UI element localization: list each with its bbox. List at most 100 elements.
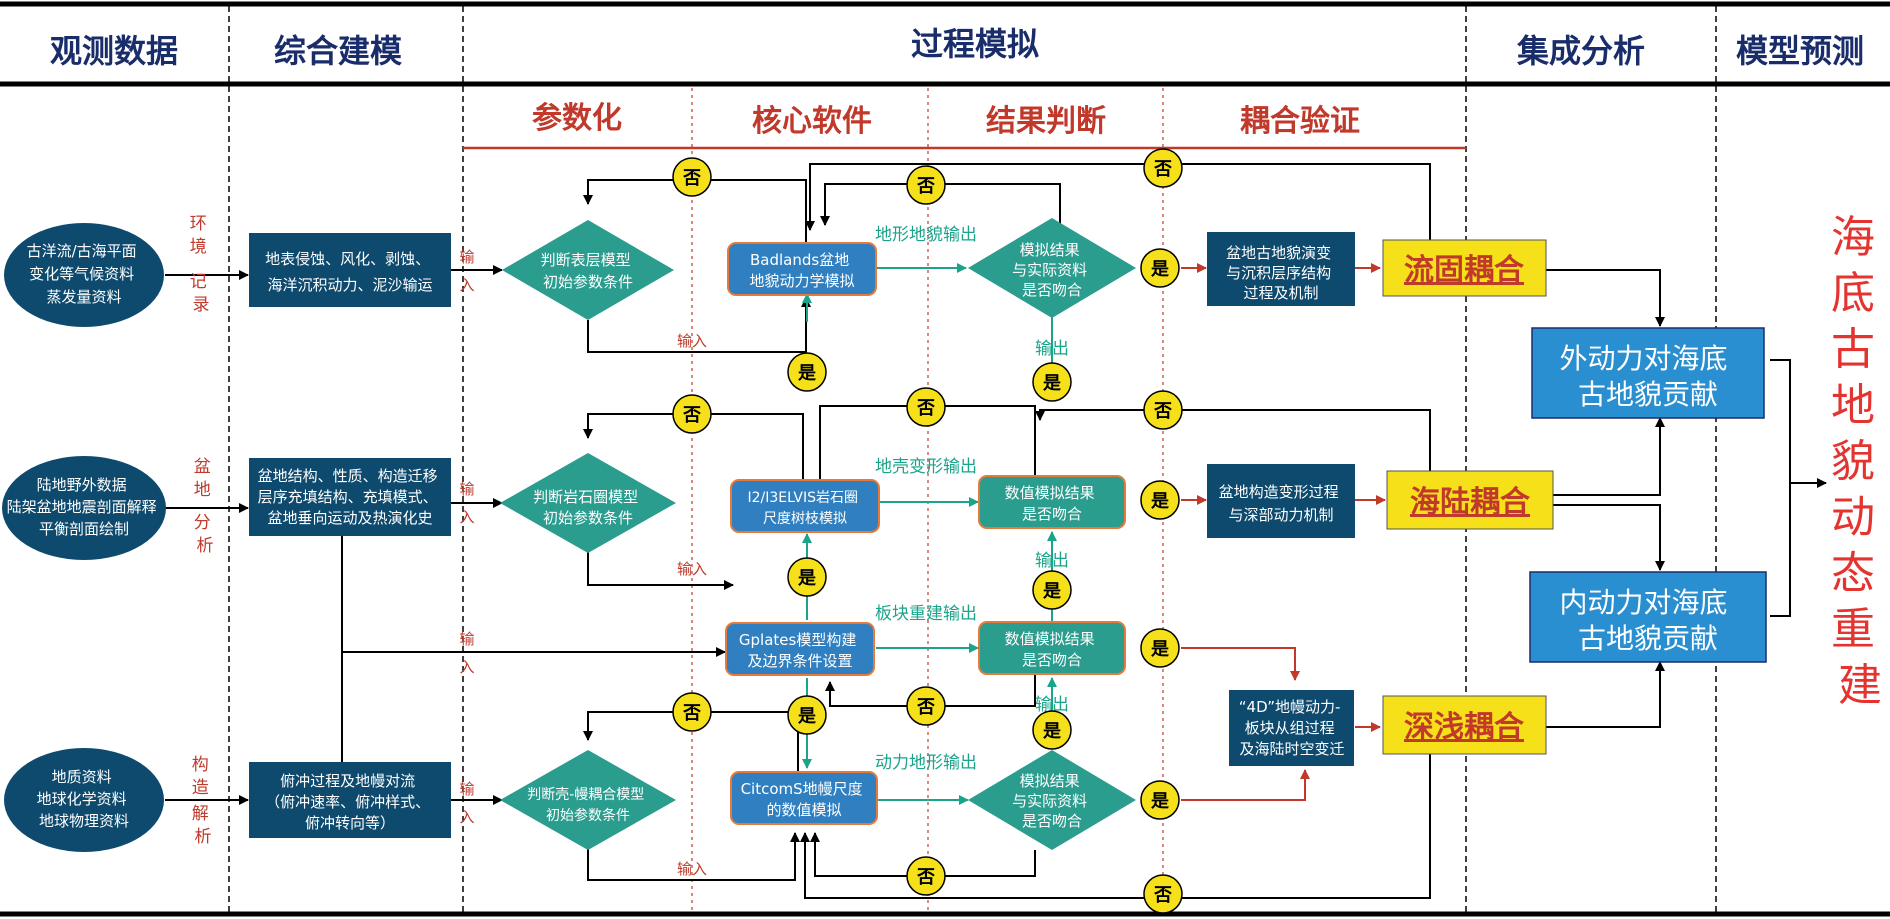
- output-label-3: 板块重建输出: [875, 604, 977, 624]
- core-box-4: CitcomS地幔尺度 的数值模拟: [730, 771, 878, 825]
- svg-text:地质资料 地球化学资料 地球物理资料: 地质资料 地球化学资料 地球物理资料: [37, 768, 132, 830]
- yes-circle-5: 是: [1032, 570, 1072, 610]
- modeling-box-2: 盆地结构、性质、构造迁移 层序充填结构、充填模式、 盆地垂向运动及热演化史: [249, 458, 451, 536]
- core-box-3: Gplates模型构建 及边界条件设置: [725, 622, 875, 676]
- observation-1: 古洋流/古海平面 变化等气候资料 蒸发量资料: [4, 223, 164, 327]
- obs3-line2: 地球化学资料: [37, 790, 127, 808]
- svg-text:古洋流/古海平面 变化等气候资料 蒸: 古洋流/古海平面 变化等气候资料 蒸发量资料: [27, 242, 142, 306]
- record2: 盆 地 分 析: [194, 457, 216, 556]
- svg-text:海陆耦合: 海陆耦合: [1410, 485, 1530, 520]
- yes-circle-10: 是: [1140, 780, 1180, 820]
- yes-circle-3: 是: [787, 695, 827, 735]
- external-contribution: 外动力对海底 古地貌贡献: [1531, 327, 1765, 419]
- svg-text:CitcomS地幔尺度 的数值模拟: CitcomS地幔尺度 的数值模拟: [741, 780, 868, 819]
- svg-text:流固耦合: 流固耦合: [1404, 253, 1524, 288]
- obs1-line2: 变化等气候资料: [29, 265, 134, 283]
- svg-text:外动力对海底 古地貌贡献: 外动力对海底 古地貌贡献: [1560, 342, 1737, 411]
- svg-text:否: 否: [682, 405, 701, 426]
- param-diamond-3: 判断壳-幔耦合模型 初始参数条件: [500, 750, 676, 850]
- core-box-1: Badlands盆地 地貌动力学模拟: [727, 242, 877, 296]
- obs2-line1: 陆地野外数据: [37, 476, 127, 494]
- no-circle-4: 否: [672, 394, 712, 434]
- subheader-core: 核心软件: [752, 104, 872, 139]
- yes-circle-1: 是: [787, 352, 827, 392]
- modeling-box-1: 地表侵蚀、风化、剥蚀、 海洋沉积动力、泥沙输运: [249, 233, 451, 307]
- judge-diamond-1: 模拟结果 与实际资料 是否吻合: [968, 218, 1136, 318]
- input-text-3: 输入: [677, 860, 707, 878]
- obs1-line3: 蒸发量资料: [46, 288, 121, 306]
- obs2-line3: 平衡剖面绘制: [39, 520, 129, 538]
- svg-text:内动力对海底 古地貌贡献: 内动力对海底 古地貌贡献: [1560, 586, 1737, 655]
- result-box-2: 盆地构造变形过程 与深部动力机制: [1207, 464, 1355, 538]
- svg-text:否: 否: [916, 867, 935, 888]
- svg-text:盆地古地貌演变 与沉积层序结构 过程: 盆地古地貌演变 与沉积层序结构 过程及机制: [1226, 244, 1336, 302]
- yes-circle-2: 是: [787, 557, 827, 597]
- output-generic-2: 输出: [1035, 551, 1069, 571]
- svg-text:陆地野外数据 陆架盆地地震剖面解释: 陆地野外数据 陆架盆地地震剖面解释 平衡剖面绘制: [7, 476, 162, 538]
- svg-text:“4D”地幔动力- 板块从组过程 及: “4D”地幔动力- 板块从组过程 及海陆时空变迁: [1239, 698, 1345, 758]
- header-integration: 集成分析: [1516, 32, 1645, 70]
- no-circle-8: 否: [906, 686, 946, 726]
- svg-text:是: 是: [797, 568, 816, 589]
- no-circle-6: 否: [1143, 390, 1183, 430]
- final-title: 海 底 古 地 貌 动 态 重 建: [1831, 212, 1889, 711]
- svg-text:否: 否: [916, 398, 935, 419]
- svg-text:模拟结果 与实际资料 是否吻合: 模拟结果 与实际资料 是否吻合: [1012, 772, 1092, 830]
- no-circle-7: 否: [672, 692, 712, 732]
- svg-text:判断壳-幔耦合模型 初始参数条件: 判断壳-幔耦合模型 初始参数条件: [527, 786, 649, 824]
- svg-text:I2/I3ELVIS岩石圈 尺度树枝模拟: I2/I3ELVIS岩石圈 尺度树枝模拟: [748, 490, 863, 527]
- yes-circle-6: 是: [1032, 710, 1072, 750]
- input-text-1: 输入: [677, 332, 707, 350]
- svg-text:判断表层模型 初始参数条件: 判断表层模型 初始参数条件: [541, 251, 636, 291]
- record3: 构 造 解 析: [192, 755, 214, 847]
- svg-text:数值模拟结果 是否吻合: 数值模拟结果 是否吻合: [1005, 484, 1100, 523]
- output-label-2: 地壳变形输出: [875, 457, 977, 477]
- result-box-1: 盆地古地貌演变 与沉积层序结构 过程及机制: [1207, 232, 1355, 306]
- svg-text:否: 否: [1153, 159, 1172, 180]
- input-label-3: 输入: [459, 780, 474, 826]
- svg-text:否: 否: [682, 703, 701, 724]
- svg-text:是: 是: [797, 706, 816, 727]
- svg-text:俯冲过程及地幔对流 （俯冲速率、俯冲样式、: 俯冲过程及地幔对流 （俯冲速率、俯冲样式、 俯冲转向等）: [265, 772, 435, 832]
- result-box-3: “4D”地幔动力- 板块从组过程 及海陆时空变迁: [1229, 690, 1354, 766]
- header-prediction: 模型预测: [1736, 32, 1864, 70]
- obs1-line1: 古洋流/古海平面: [27, 242, 137, 260]
- svg-text:是: 是: [1150, 259, 1169, 280]
- svg-text:否: 否: [682, 168, 701, 189]
- no-circle-9: 否: [906, 856, 946, 896]
- svg-text:Gplates模型构建 及边界条件设置: Gplates模型构建 及边界条件设置: [739, 631, 861, 670]
- svg-text:是: 是: [1150, 639, 1169, 660]
- svg-text:是: 是: [1042, 721, 1061, 742]
- svg-text:是: 是: [1042, 373, 1061, 394]
- record1: 环 境 记 录: [190, 214, 212, 315]
- svg-text:是: 是: [1150, 491, 1169, 512]
- judge-box-2: 数值模拟结果 是否吻合: [978, 475, 1126, 529]
- output-label-4: 动力地形输出: [875, 753, 977, 773]
- svg-text:Badlands盆地 地貌动力学模拟: Badlands盆地 地貌动力学模拟: [749, 251, 854, 290]
- output-generic-1: 输出: [1035, 339, 1069, 359]
- svg-text:否: 否: [916, 176, 935, 197]
- yes-circle-4: 是: [1032, 362, 1072, 402]
- no-circle-1: 否: [672, 157, 712, 197]
- output-generic-3: 输出: [1035, 695, 1069, 715]
- modeling-box-3: 俯冲过程及地幔对流 （俯冲速率、俯冲样式、 俯冲转向等）: [249, 762, 451, 838]
- svg-text:盆地结构、性质、构造迁移 层序充填结构、充填模式: 盆地结构、性质、构造迁移 层序充填结构、充填模式、 盆地垂向运动及热演化史: [258, 467, 443, 527]
- core-box-2: I2/I3ELVIS岩石圈 尺度树枝模拟: [730, 479, 880, 533]
- header-observation: 观测数据: [50, 32, 178, 70]
- no-circle-10: 否: [1143, 874, 1183, 914]
- yes-circle-7: 是: [1140, 248, 1180, 288]
- svg-text:判断岩石圈模型 初始参数条件: 判断岩石圈模型 初始参数条件: [533, 488, 643, 527]
- column-dividers: [228, 6, 1717, 912]
- svg-text:盆地构造变形过程 与深部动力机制: 盆地构造变形过程 与深部动力机制: [1219, 483, 1344, 524]
- yes-circle-9: 是: [1140, 628, 1180, 668]
- input-label-2: 输入: [459, 480, 474, 526]
- no-circle-5: 否: [906, 387, 946, 427]
- yes-circle-8: 是: [1140, 480, 1180, 520]
- sub-dividers: [691, 88, 1164, 912]
- subheader-judge: 结果判断: [986, 104, 1106, 139]
- svg-text:否: 否: [1153, 885, 1172, 906]
- internal-contribution: 内动力对海底 古地貌贡献: [1529, 571, 1767, 663]
- svg-text:地表侵蚀、风化、剥蚀、 海洋沉积动力、泥沙输运: 地表侵蚀、风化、剥蚀、 海洋沉积动力、泥沙输运: [265, 250, 435, 294]
- svg-text:否: 否: [916, 697, 935, 718]
